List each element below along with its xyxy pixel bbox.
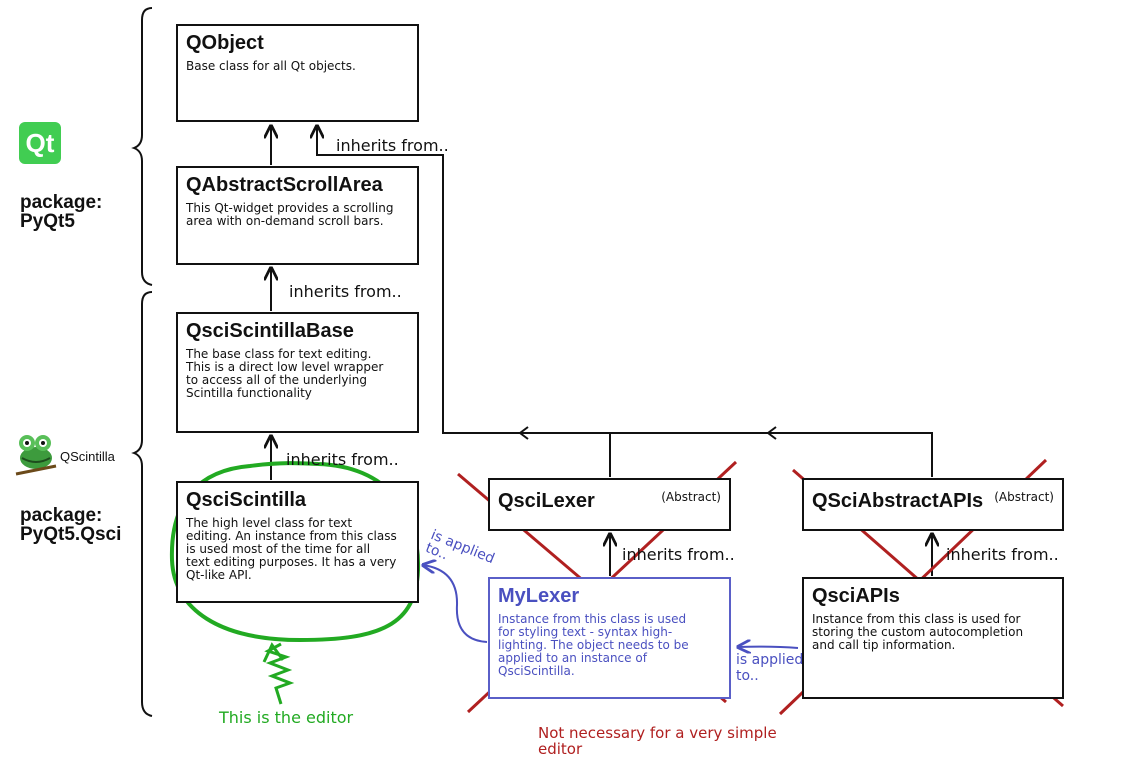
not-necessary-line: Not necessary for a very simple: [538, 724, 777, 742]
package-label: package:: [20, 192, 103, 213]
qsci-brace: [131, 291, 153, 717]
class-box-qscilexer: QsciLexer (Abstract): [488, 478, 731, 531]
class-title: MyLexer: [498, 585, 580, 607]
qscintilla-frog-icon: [15, 435, 57, 476]
inherits-label: inherits from..: [286, 450, 399, 469]
qt-logo-text: Qt: [25, 127, 55, 158]
inherits-label: inherits from..: [946, 545, 1059, 564]
qscintilla-logo-label: QScintilla: [60, 449, 115, 464]
class-description: Instance from this class is used for sty…: [498, 612, 689, 678]
class-description: The base class for text editing. This is…: [186, 347, 384, 400]
applied-arrow-apis: [738, 647, 799, 648]
connector-to-qobject: [317, 126, 933, 477]
package-pyqt5: package: PyQt5: [20, 193, 102, 231]
chevron-1: [518, 426, 529, 440]
not-necessary-line: editor: [538, 740, 583, 758]
class-title: QsciScintilla: [186, 489, 307, 511]
class-title: QAbstractScrollArea: [186, 174, 383, 196]
package-pyqt5-qsci: package: PyQt5.Qsci: [20, 506, 121, 544]
inherits-label: inherits from..: [622, 545, 735, 564]
package-name: PyQt5: [20, 211, 75, 232]
chevron-2: [766, 426, 777, 440]
class-title: QsciAPIs: [812, 585, 900, 607]
class-box-mylexer: MyLexer Instance from this class is used…: [488, 577, 731, 699]
inherits-label: inherits from..: [336, 136, 449, 155]
class-box-qabstractscrollarea: QAbstractScrollArea This Qt-widget provi…: [176, 166, 419, 265]
squiggle-arrow-head: [262, 642, 285, 663]
applied-to-label: is applied to..: [736, 652, 803, 684]
class-box-qsciscintilla: QsciScintilla The high level class for t…: [176, 481, 419, 603]
applied-to-line: is applied: [736, 652, 804, 668]
package-name: PyQt5.Qsci: [20, 524, 122, 545]
class-description: Instance from this class is used for sto…: [812, 612, 1024, 652]
class-description: This Qt-widget provides a scrolling area…: [186, 201, 394, 228]
applied-arrow-lexer: [423, 565, 488, 643]
class-description: The high level class for text editing. A…: [186, 516, 397, 582]
class-description: Base class for all Qt objects.: [186, 59, 356, 73]
class-title: QsciLexer: [498, 490, 595, 512]
class-box-qsciabstractapis: QSciAbstractAPIs (Abstract): [802, 478, 1064, 531]
class-box-qsciapis: QsciAPIs Instance from this class is use…: [802, 577, 1064, 699]
abstract-tag: (Abstract): [661, 490, 721, 504]
pyqt5-brace: [131, 7, 153, 286]
class-title: QsciScintillaBase: [186, 320, 354, 342]
class-box-qsciscintillabase: QsciScintillaBase The base class for tex…: [176, 312, 419, 433]
package-label: package:: [20, 505, 103, 526]
not-necessary-note: Not necessary for a very simple editor: [538, 725, 777, 757]
class-box-qobject: QObject Base class for all Qt objects.: [176, 24, 419, 122]
qt-logo-icon: Qt: [19, 122, 61, 164]
applied-to-line: to..: [736, 668, 759, 684]
editor-squiggle: [264, 642, 295, 705]
inherits-label: inherits from..: [289, 282, 402, 301]
class-title: QSciAbstractAPIs: [812, 490, 984, 512]
class-title: QObject: [186, 32, 264, 54]
editor-note: This is the editor: [219, 708, 354, 727]
abstract-tag: (Abstract): [994, 490, 1054, 504]
